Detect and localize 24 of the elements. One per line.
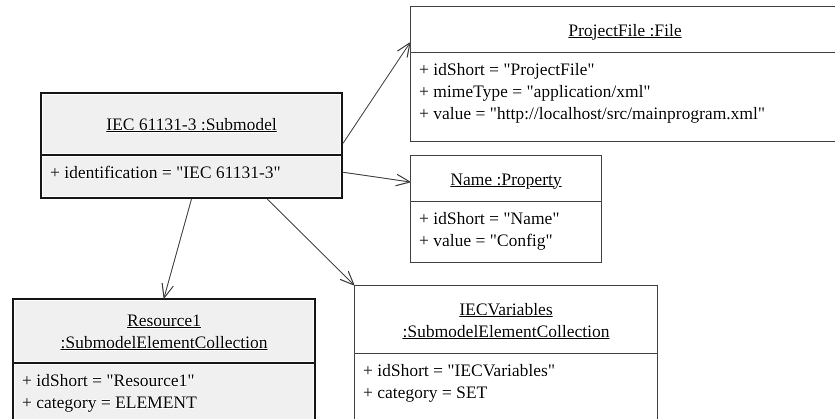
attribute: + idShort = "ProjectFile"	[419, 58, 594, 80]
attribute: + mimeType = "application/xml"	[419, 80, 651, 102]
object-box	[410, 6, 835, 142]
association-arrow	[266, 198, 355, 286]
attribute: + idShort = "IECVariables"	[363, 359, 555, 381]
object-name: Resource1 :SubmodelElementCollection	[60, 309, 268, 353]
attribute: + idShort = "Resource1"	[22, 369, 195, 391]
attribute: + value = "Config"	[419, 229, 553, 251]
object-box	[40, 92, 343, 199]
object-name: ProjectFile :File	[568, 18, 682, 40]
object-box	[354, 285, 658, 419]
attribute: + category = ELEMENT	[22, 391, 197, 413]
attribute: + identification = "IEC 61131-3"	[50, 161, 281, 183]
object-name: IECVariables :SubmodelElementCollection	[402, 298, 610, 342]
association-arrow	[342, 172, 411, 186]
object-box	[12, 298, 316, 419]
object-box	[410, 155, 602, 263]
attribute: + idShort = "Name"	[419, 207, 560, 229]
association-arrow	[162, 198, 192, 299]
object-name: IEC 61131-3 :Submodel	[106, 113, 277, 135]
attribute: + value = "http://localhost/src/mainprogram.xml"	[419, 102, 766, 124]
attribute: + category = SET	[363, 381, 488, 403]
object-name: Name :Property	[450, 168, 562, 190]
association-arrow	[342, 42, 411, 144]
